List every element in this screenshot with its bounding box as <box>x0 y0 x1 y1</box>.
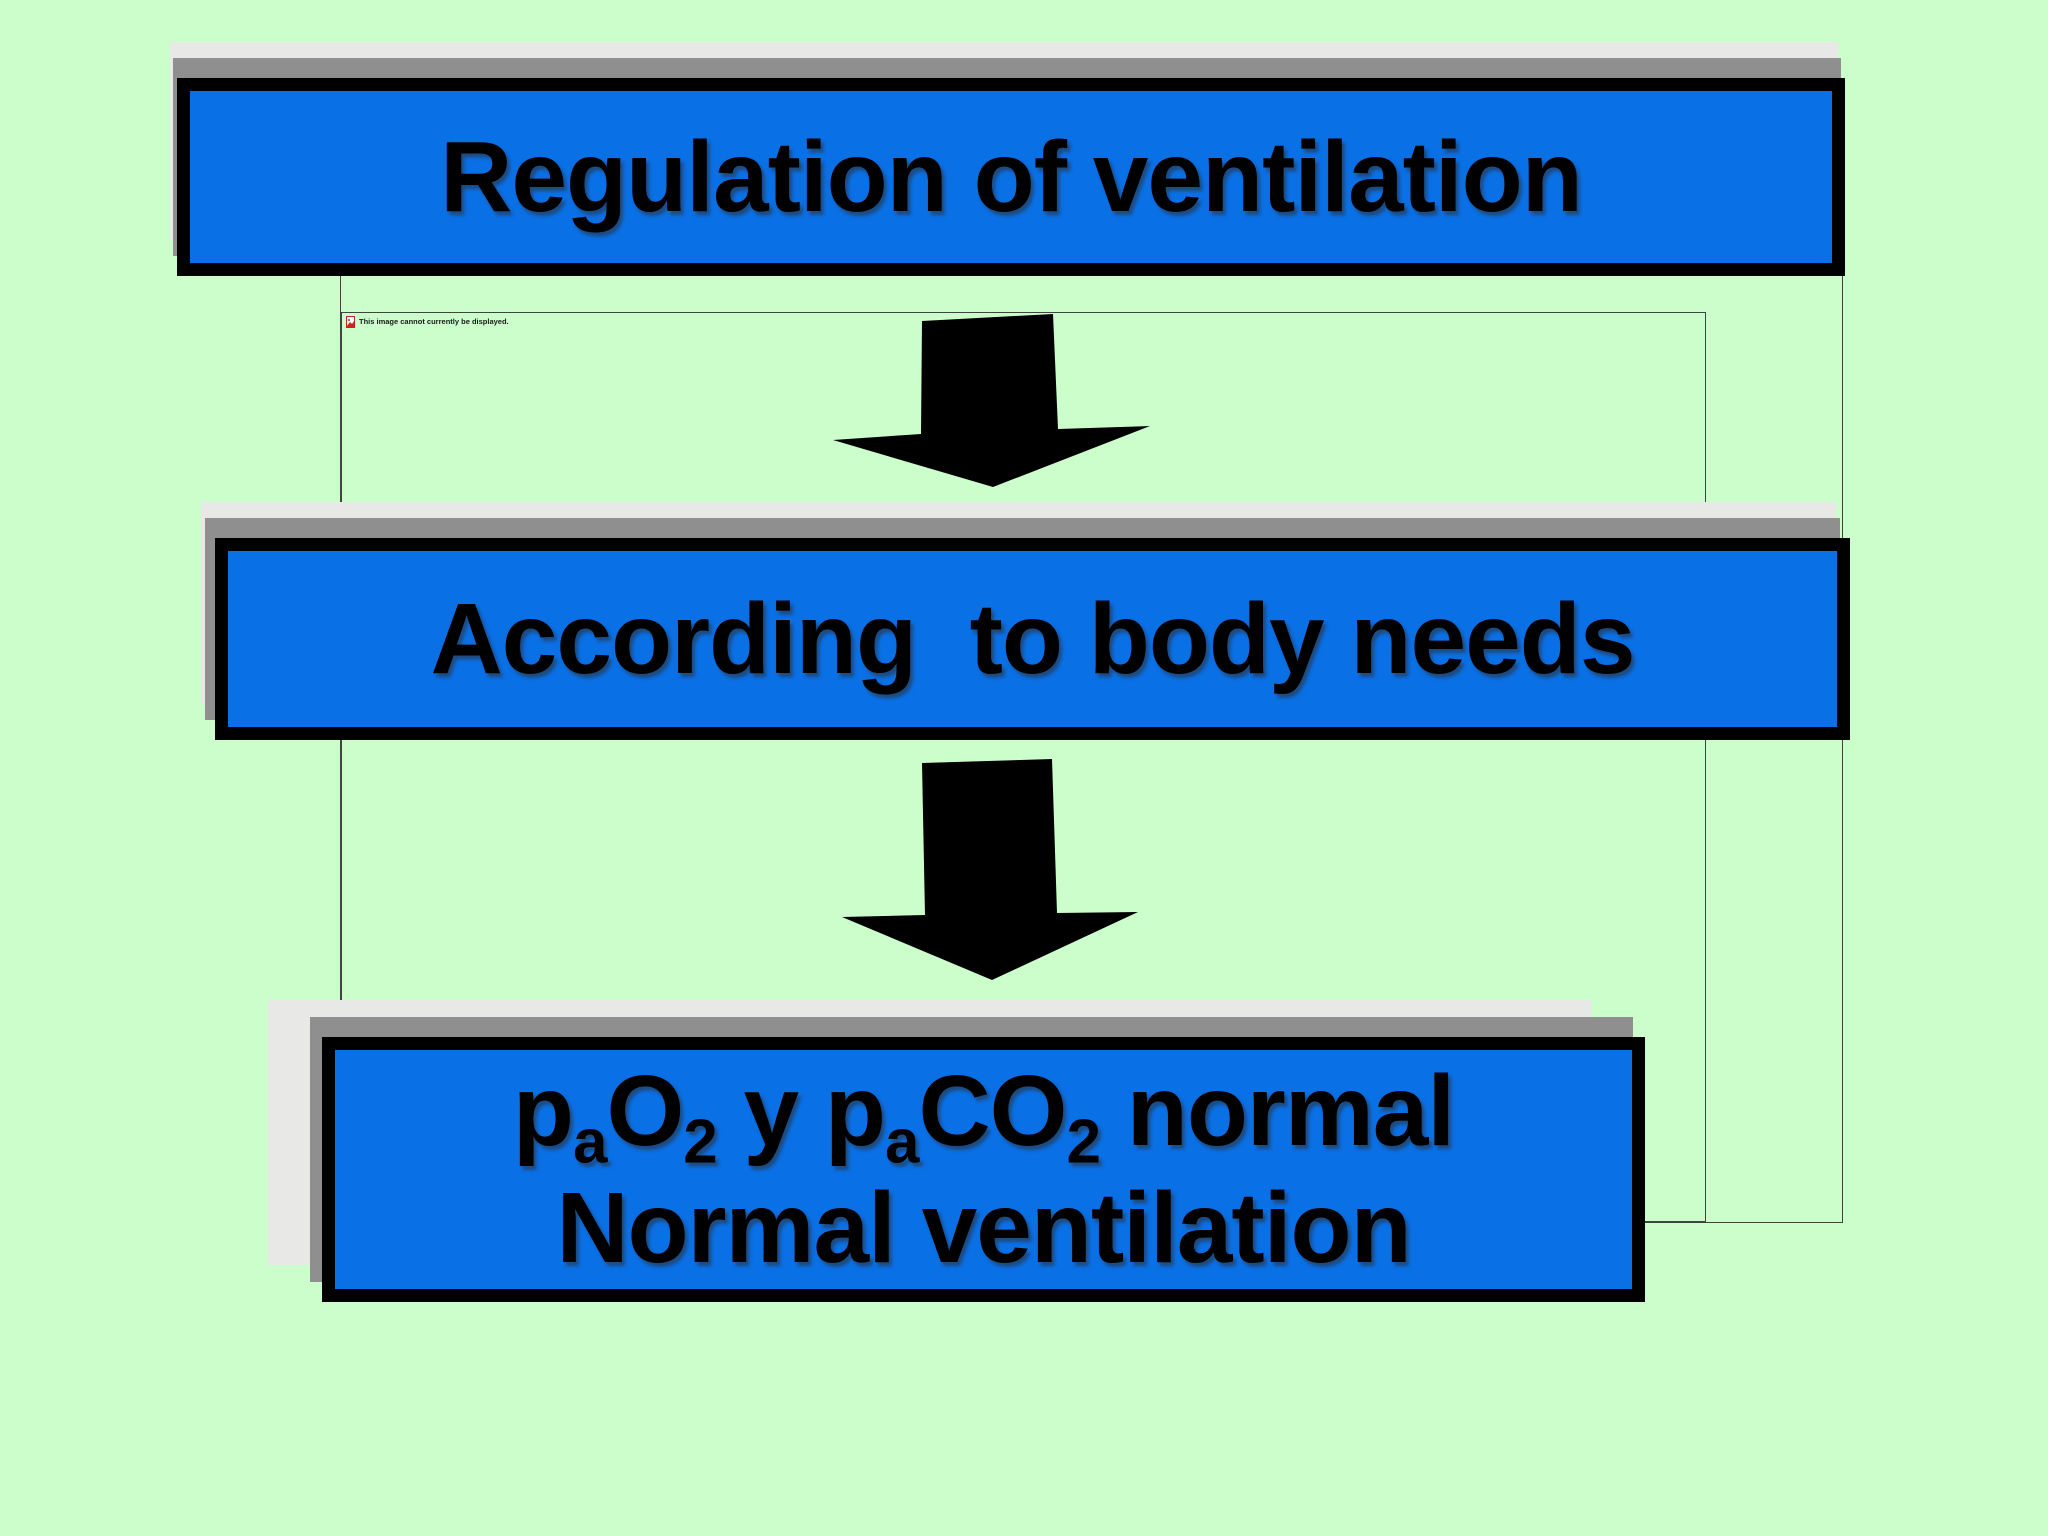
box-regulation-of-ventilation: Regulation of ventilation <box>170 42 1845 276</box>
placeholder-message: This image cannot currently be displayed… <box>359 317 509 326</box>
box-normal-line2: Normal ventilation <box>556 1172 1411 1285</box>
box-body-needs-label: According to body needs <box>430 583 1636 695</box>
box-regulation-label: Regulation of ventilation <box>440 121 1583 233</box>
box-normal-ventilation: paO2 y paCO2 normal Normal ventilation <box>268 1000 1645 1302</box>
box-face: According to body needs <box>215 538 1850 740</box>
placeholder-row: This image cannot currently be displayed… <box>342 313 1705 328</box>
box-according-to-body-needs: According to body needs <box>201 502 1850 740</box>
box-normal-line1: paO2 y paCO2 normal <box>512 1054 1455 1177</box>
box-face: paO2 y paCO2 normal Normal ventilation <box>322 1037 1645 1302</box>
broken-image-icon <box>346 316 355 328</box>
box-face: Regulation of ventilation <box>177 78 1845 276</box>
